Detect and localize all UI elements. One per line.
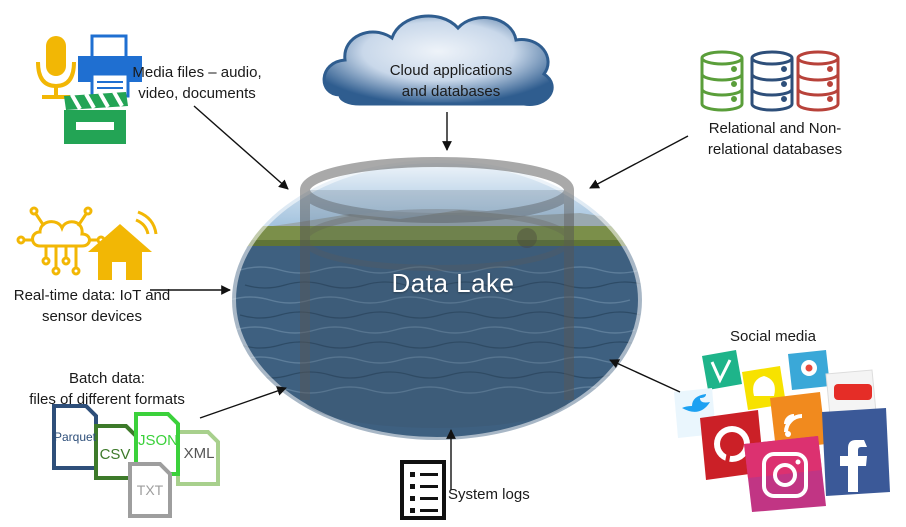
periscope-icon (788, 350, 830, 390)
data-lake-title: Data Lake (391, 268, 515, 298)
system-logs-label: System logs (448, 486, 530, 503)
media-files-line-1: Media files – audio, (132, 64, 262, 81)
media-files-line-2: video, documents (138, 85, 256, 102)
iot-network-icon (16, 206, 106, 276)
flow-arrows (150, 105, 689, 490)
file-label-parquet: Parquet (54, 430, 97, 444)
log-list-icon (400, 460, 446, 520)
media-files-label: Media files – audio, video, documents (118, 62, 276, 104)
arrow-social (609, 359, 681, 393)
facebook-icon (822, 408, 890, 496)
smart-home-icon (88, 210, 158, 280)
relational-databases-label: Relational and Non- relational databases (690, 118, 860, 160)
file-icon (52, 404, 220, 518)
microphone-icon (36, 36, 76, 99)
file-format-labels: Parquet CSV JSON XML TXT (54, 430, 214, 498)
instagram-icon (744, 436, 826, 512)
realtime-line-1: Real-time data: IoT and (13, 287, 171, 304)
cloud-icon (322, 14, 554, 106)
relational-line-2: relational databases (707, 141, 843, 158)
realtime-data-label: Real-time data: IoT and sensor devices (4, 285, 180, 327)
arrow-relational (589, 135, 689, 189)
batch-line-2: files of different formats (29, 391, 185, 408)
batch-line-1: Batch data: (69, 370, 145, 387)
database-cylinder-overlay (300, 157, 574, 428)
database-icon (700, 50, 840, 112)
file-label-csv: CSV (100, 446, 131, 463)
file-label-xml: XML (184, 445, 215, 462)
cloud-line-1: Cloud applications (389, 62, 513, 79)
clapperboard-icon (64, 91, 128, 144)
relational-line-1: Relational and Non- (708, 120, 842, 137)
arrow-batch (199, 386, 287, 419)
printer-icon (78, 34, 142, 98)
batch-data-label: Batch data: files of different formats (14, 368, 200, 410)
cloud-applications-label: Cloud applications and databases (366, 60, 536, 102)
data-lake-graphic (222, 149, 652, 451)
social-media-label: Social media (730, 328, 816, 345)
file-label-json: JSON (138, 432, 178, 449)
cloud-line-2: and databases (401, 83, 501, 100)
arrow-media (193, 105, 289, 190)
rss-icon (770, 392, 826, 450)
social-media-cluster (674, 350, 890, 512)
file-label-txt: TXT (137, 482, 164, 498)
vine-icon (702, 350, 742, 390)
realtime-line-2: sensor devices (41, 308, 143, 325)
